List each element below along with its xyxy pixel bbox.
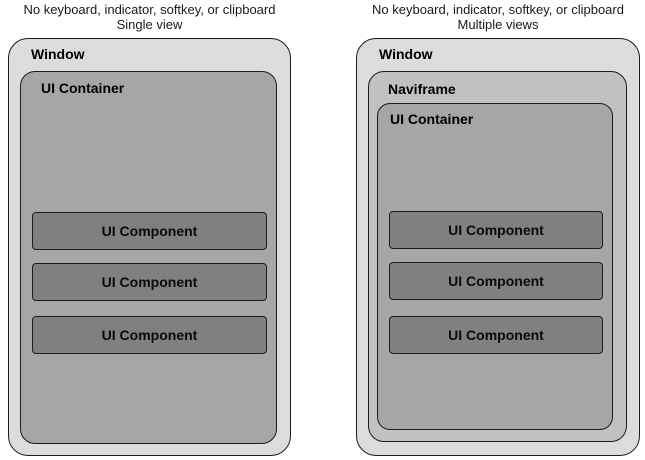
ui-container-box: UI Container UI Component UI Component U…	[377, 103, 613, 430]
ui-container-label: UI Container	[41, 80, 125, 96]
ui-component-box: UI Component	[32, 316, 267, 354]
ui-container-label: UI Container	[390, 111, 474, 127]
ui-container-box: UI Container UI Component UI Component U…	[20, 71, 277, 444]
ui-component-box: UI Component	[32, 212, 267, 250]
ui-component-box: UI Component	[389, 211, 603, 249]
single-view-diagram: No keyboard, indicator, softkey, or clip…	[8, 0, 291, 460]
caption-line-1: No keyboard, indicator, softkey, or clip…	[372, 2, 624, 17]
window-label: Window	[379, 46, 433, 62]
caption-line-2: Single view	[116, 17, 183, 32]
ui-component-box: UI Component	[389, 262, 603, 300]
caption-line-1: No keyboard, indicator, softkey, or clip…	[23, 2, 276, 17]
multiple-views-caption: No keyboard, indicator, softkey, or clip…	[356, 2, 640, 32]
caption-line-2: Multiple views	[457, 17, 539, 32]
window-box: Window UI Container UI Component UI Comp…	[8, 38, 291, 456]
single-view-caption: No keyboard, indicator, softkey, or clip…	[8, 2, 291, 32]
naviframe-box: Naviframe UI Container UI Component UI C…	[368, 71, 627, 442]
window-label: Window	[31, 46, 85, 62]
naviframe-label: Naviframe	[388, 81, 456, 97]
ui-component-box: UI Component	[32, 263, 267, 301]
multiple-views-diagram: No keyboard, indicator, softkey, or clip…	[356, 0, 640, 460]
window-box: Window Naviframe UI Container UI Compone…	[356, 38, 640, 456]
ui-component-box: UI Component	[389, 316, 603, 354]
